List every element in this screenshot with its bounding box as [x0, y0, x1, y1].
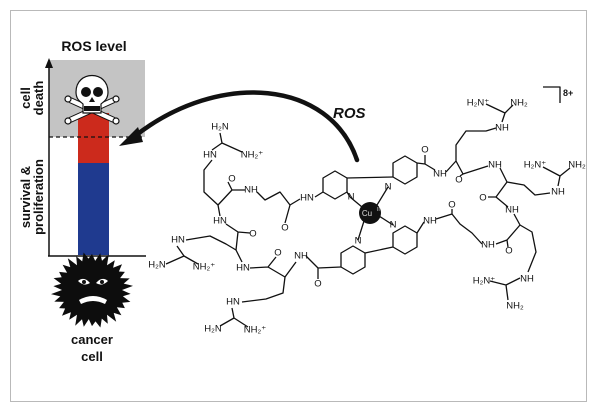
atom-label: NH₂⁺: [244, 325, 266, 336]
y-axis-arrowhead: [45, 58, 53, 68]
atom-label: NH₂⁺: [193, 262, 215, 273]
atom-label: NH: [495, 123, 509, 134]
ros-arrowhead: [119, 127, 143, 146]
atom-label: H₂N⁺: [524, 160, 546, 171]
cell-label-line1: cancer: [71, 332, 113, 347]
cell-label-line2: cell: [81, 349, 103, 364]
atom-label: O: [455, 175, 462, 186]
atom-label: H₂N: [204, 324, 222, 335]
figure-frame: [10, 10, 587, 402]
atom-label: H₂N: [211, 122, 229, 133]
atom-label: NH₂: [506, 301, 524, 312]
molecule-bonds: [165, 86, 571, 328]
atom-label: O: [314, 279, 321, 290]
atom-label: NH: [481, 240, 495, 251]
atom-label: N: [348, 192, 355, 203]
atom-label: H₂N⁺: [467, 98, 489, 109]
atom-label: O: [421, 145, 428, 156]
atom-label: HN: [236, 263, 250, 274]
atom-label: N: [385, 182, 392, 193]
atom-label: NH: [505, 205, 519, 216]
atom-label: O: [228, 174, 235, 185]
ros-arrow: [132, 90, 360, 163]
copper-center: [359, 202, 381, 224]
atom-label: O: [479, 193, 486, 204]
atom-label: N: [390, 220, 397, 231]
atom-label: O: [505, 246, 512, 257]
atom-labels: H₂N HN NH₂⁺ O NH HN O HN O HN H₂N NH₂⁺ H…: [148, 98, 586, 336]
atom-label: HN: [203, 150, 217, 161]
cancer-cell-icon: [51, 252, 133, 328]
ros-bar-low: [78, 163, 109, 255]
atom-label: O: [249, 229, 256, 240]
ros-label: ROS: [333, 105, 366, 122]
atom-label: HN: [171, 235, 185, 246]
atom-label: N: [355, 236, 362, 247]
atom-label: NH: [488, 160, 502, 171]
region-label-cell-death: cell death: [18, 80, 46, 116]
atom-label: H₂N⁺: [473, 276, 495, 287]
atom-label: O: [274, 248, 281, 259]
ros-bar-high: [78, 113, 109, 163]
atom-label: NH₂: [568, 160, 586, 171]
atom-label: HN: [226, 297, 240, 308]
atom-label: NH: [520, 274, 534, 285]
axis-title: ROS level: [61, 38, 126, 54]
metal-symbol: Cu: [362, 209, 372, 218]
atom-label: NH: [433, 169, 447, 180]
complex-charge: 8+: [563, 88, 573, 98]
atom-label: NH: [244, 185, 258, 196]
atom-label: O: [281, 223, 288, 234]
atom-label: NH: [551, 187, 565, 198]
atom-label: O: [448, 200, 455, 211]
atom-label: NH: [423, 216, 437, 227]
atom-label: HN: [300, 193, 314, 204]
atom-label: HN: [213, 216, 227, 227]
atom-label: NH: [294, 251, 308, 262]
atom-label: H₂N: [148, 260, 166, 271]
region-label-survival: survival & proliferation: [18, 159, 46, 235]
skull-crossbones-icon: [64, 75, 120, 125]
metal-oxidation-state: II: [377, 207, 380, 213]
atom-label: NH₂⁺: [241, 150, 263, 161]
atom-label: NH₂: [510, 98, 528, 109]
